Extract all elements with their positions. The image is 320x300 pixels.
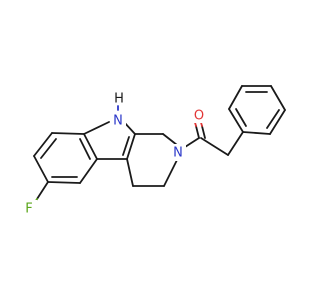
bond <box>228 108 244 133</box>
bond <box>235 108 247 127</box>
bond <box>228 85 243 110</box>
bond <box>83 133 98 160</box>
carbonyl-o-label: O <box>194 109 204 124</box>
bond <box>126 158 134 187</box>
bond <box>266 109 280 129</box>
ring-n-label: N <box>173 146 183 161</box>
bond <box>79 138 91 160</box>
bond <box>200 137 229 156</box>
indole-h-label: H <box>114 92 124 107</box>
bond <box>79 158 98 184</box>
bond <box>270 85 286 111</box>
bond <box>33 132 53 157</box>
bond <box>162 133 178 146</box>
bond <box>36 181 49 200</box>
bond <box>195 125 200 139</box>
indole-n-label: N <box>113 114 123 129</box>
bond <box>33 155 49 183</box>
bonds <box>32 85 286 206</box>
molecule-canvas: H N N O F <box>21 85 286 217</box>
bond <box>126 133 136 160</box>
bond <box>269 109 286 135</box>
bond <box>122 136 130 156</box>
structure-diagram: H N N O F <box>21 85 286 217</box>
bond <box>201 125 206 139</box>
bond <box>40 138 57 159</box>
bond <box>242 131 271 135</box>
bond <box>184 137 200 148</box>
atom-labels: H N N O F <box>21 91 207 217</box>
bond <box>51 132 85 135</box>
bond <box>227 131 244 156</box>
bond <box>47 181 81 184</box>
bond <box>163 159 178 187</box>
bond <box>83 121 110 135</box>
fluorine-label: F <box>25 202 32 217</box>
